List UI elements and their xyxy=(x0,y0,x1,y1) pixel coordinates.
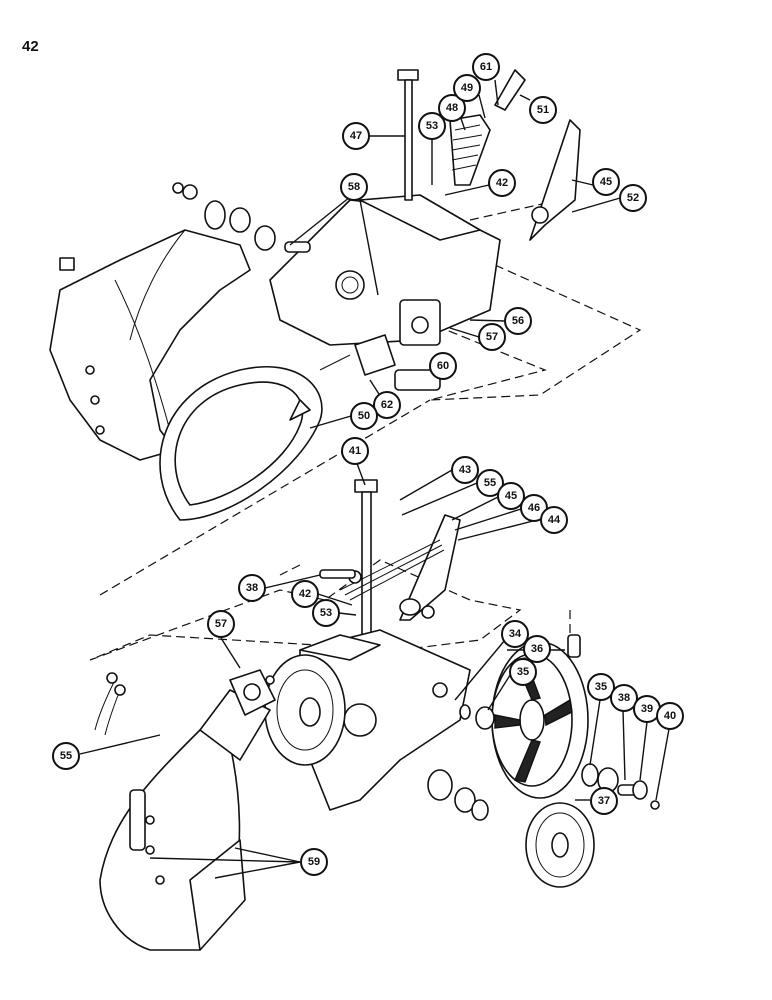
callout-49: 49 xyxy=(453,74,481,102)
leader-lines xyxy=(79,79,670,879)
svg-text:52: 52 xyxy=(627,192,639,204)
svg-text:42: 42 xyxy=(299,588,311,600)
callout-62: 62 xyxy=(373,391,401,419)
callout-56: 56 xyxy=(504,307,532,335)
svg-text:50: 50 xyxy=(358,410,370,422)
callout-55: 55 xyxy=(476,469,504,497)
svg-text:48: 48 xyxy=(446,102,458,114)
callout-50: 50 xyxy=(350,402,378,430)
drive-belts xyxy=(159,365,323,521)
upper-bearing-stack xyxy=(172,182,311,253)
svg-text:57: 57 xyxy=(215,618,227,630)
callout-38-right: 38 xyxy=(610,684,638,712)
upper-housing-shroud xyxy=(49,229,251,461)
svg-text:38: 38 xyxy=(618,692,630,704)
svg-text:39: 39 xyxy=(641,703,653,715)
lift-rod-assembly xyxy=(397,69,581,241)
callout-47: 47 xyxy=(342,122,370,150)
svg-text:46: 46 xyxy=(528,502,540,514)
shaft-bearing-stack xyxy=(427,634,660,821)
svg-text:36: 36 xyxy=(531,643,543,655)
page-number: 42 xyxy=(22,38,39,55)
lower-bearing-flange xyxy=(229,669,276,716)
callout-57-lower: 57 xyxy=(207,610,235,638)
svg-text:60: 60 xyxy=(437,360,449,372)
svg-text:44: 44 xyxy=(548,514,561,526)
svg-text:51: 51 xyxy=(537,104,549,116)
callout-43: 43 xyxy=(451,456,479,484)
svg-text:47: 47 xyxy=(350,130,362,142)
svg-text:59: 59 xyxy=(308,856,320,868)
svg-text:35: 35 xyxy=(517,666,529,678)
svg-text:62: 62 xyxy=(381,399,393,411)
callout-52: 52 xyxy=(619,184,647,212)
svg-text:35: 35 xyxy=(595,681,607,693)
lower-lift-arm xyxy=(319,479,461,643)
callout-45: 45 xyxy=(592,168,620,196)
svg-text:41: 41 xyxy=(349,445,361,457)
callout-42: 42 xyxy=(488,169,516,197)
callout-37: 37 xyxy=(590,787,618,815)
callout-42-lower: 42 xyxy=(291,580,319,608)
svg-text:55: 55 xyxy=(60,750,72,762)
callout-38: 38 xyxy=(238,574,266,602)
callout-57: 57 xyxy=(478,323,506,351)
svg-text:37: 37 xyxy=(598,795,610,807)
svg-text:58: 58 xyxy=(348,181,360,193)
svg-text:34: 34 xyxy=(509,628,522,640)
lower-auger-housing xyxy=(99,689,271,951)
clutch-disc xyxy=(264,654,346,766)
mid-pivot-bracket xyxy=(319,334,441,391)
svg-text:53: 53 xyxy=(320,607,332,619)
callout-55-lower: 55 xyxy=(52,742,80,770)
callout-35-right: 35 xyxy=(587,673,615,701)
callout-39: 39 xyxy=(633,695,661,723)
callout-45-lower: 45 xyxy=(497,482,525,510)
svg-text:38: 38 xyxy=(246,582,258,594)
upper-frame-plate xyxy=(269,194,501,346)
drive-pulley xyxy=(491,641,589,799)
callout-40: 40 xyxy=(656,702,684,730)
callout-53-lower: 53 xyxy=(312,599,340,627)
callout-36: 36 xyxy=(523,635,551,663)
callout-51: 51 xyxy=(529,96,557,124)
callout-41: 41 xyxy=(341,437,369,465)
callout-48: 48 xyxy=(438,94,466,122)
svg-text:56: 56 xyxy=(512,315,524,327)
svg-text:53: 53 xyxy=(426,120,438,132)
callout-44: 44 xyxy=(540,506,568,534)
callout-35: 35 xyxy=(509,658,537,686)
callout-59: 59 xyxy=(300,848,328,876)
svg-text:40: 40 xyxy=(664,710,676,722)
svg-text:45: 45 xyxy=(505,490,517,502)
callout-53: 53 xyxy=(418,112,446,140)
svg-text:57: 57 xyxy=(486,331,498,343)
callout-34: 34 xyxy=(501,620,529,648)
svg-text:49: 49 xyxy=(461,82,473,94)
drive-sprocket xyxy=(525,802,595,888)
svg-text:61: 61 xyxy=(480,61,492,73)
svg-text:42: 42 xyxy=(496,177,508,189)
svg-text:43: 43 xyxy=(459,464,471,476)
callout-60: 60 xyxy=(429,352,457,380)
callout-58: 58 xyxy=(340,173,368,201)
svg-text:55: 55 xyxy=(484,477,496,489)
lower-spring-cluster xyxy=(94,672,126,736)
svg-text:45: 45 xyxy=(600,176,612,188)
callout-61: 61 xyxy=(472,53,500,81)
